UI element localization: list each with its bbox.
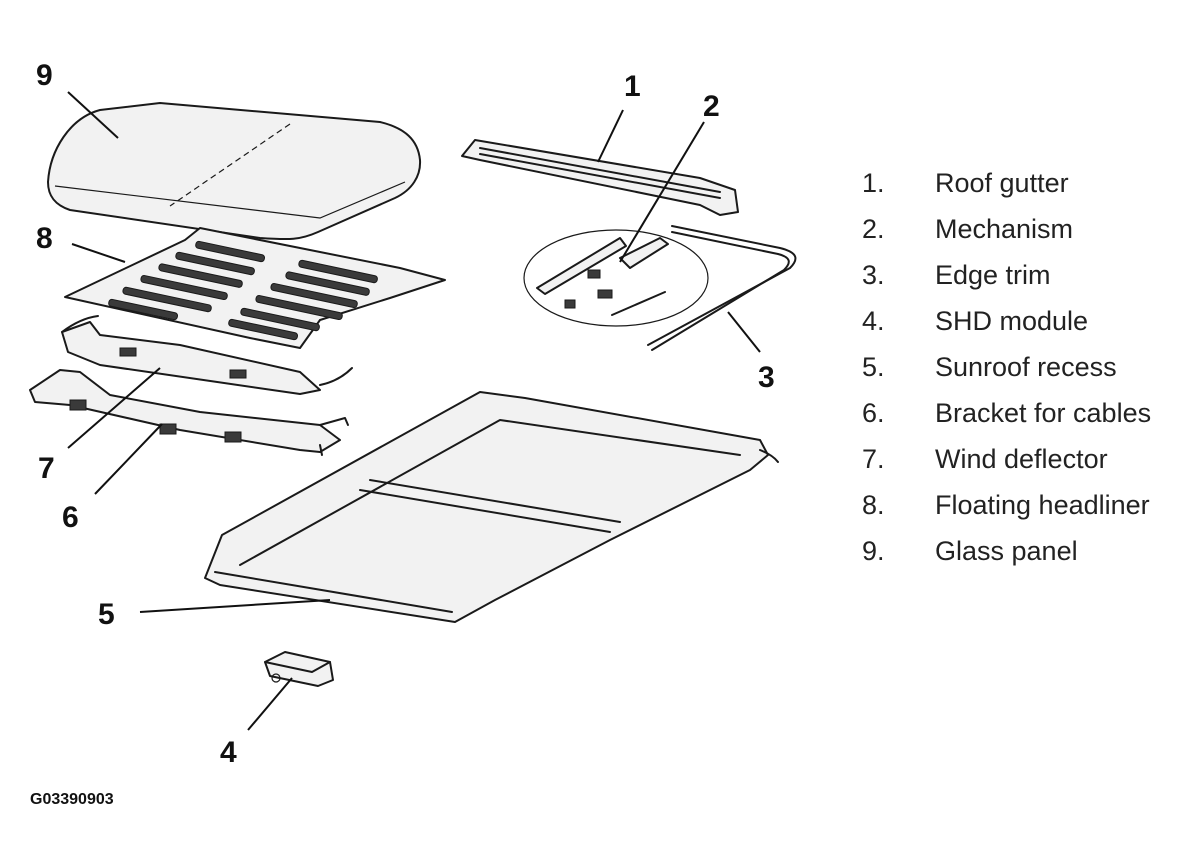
legend-number: 8.	[862, 490, 885, 520]
legend-item: 4. SHD module	[862, 306, 1192, 352]
legend-label: Floating headliner	[935, 490, 1150, 520]
legend-label: Mechanism	[935, 214, 1074, 244]
legend-number: 5.	[862, 352, 885, 382]
glass-panel-part	[47, 102, 422, 241]
leader-3	[727, 311, 761, 353]
legend-number: 1.	[862, 168, 885, 198]
callout-7: 7	[38, 452, 55, 485]
legend-item: 1. Roof gutter	[862, 168, 1192, 214]
legend-label: Edge trim	[935, 260, 1051, 290]
roof-gutter-part	[461, 139, 739, 216]
floating-headliner-part	[64, 227, 446, 349]
callout-3: 3	[758, 361, 775, 394]
legend-label: Roof gutter	[935, 168, 1069, 198]
legend-number: 3.	[862, 260, 885, 290]
legend-item: 3. Edge trim	[862, 260, 1192, 306]
legend-item: 7. Wind deflector	[862, 444, 1192, 490]
shd-module-part	[264, 651, 334, 687]
sunroof-recess-part	[204, 391, 779, 623]
leader-9	[67, 91, 119, 139]
callout-5: 5	[98, 598, 115, 631]
leader-5	[139, 599, 331, 613]
figure-id: G03390903	[30, 791, 114, 808]
leader-1	[597, 109, 624, 163]
legend-number: 9.	[862, 536, 885, 566]
legend-label: Glass panel	[935, 536, 1078, 566]
legend-number: 6.	[862, 398, 885, 428]
callout-2: 2	[703, 90, 720, 123]
callout-6: 6	[62, 501, 79, 534]
leader-7	[67, 367, 161, 449]
cable-bracket-part	[29, 369, 349, 456]
legend-number: 2.	[862, 214, 885, 244]
legend-list: 1. Roof gutter 2. Mechanism 3. Edge trim…	[862, 168, 1192, 582]
leader-6	[94, 423, 163, 495]
legend-item: 6. Bracket for cables	[862, 398, 1192, 444]
legend-label: SHD module	[935, 306, 1089, 336]
legend-number: 7.	[862, 444, 885, 474]
leader-2	[619, 121, 705, 263]
edge-trim-part	[647, 225, 797, 351]
legend-item: 9. Glass panel	[862, 536, 1192, 582]
legend-item: 5. Sunroof recess	[862, 352, 1192, 398]
legend-item: 2. Mechanism	[862, 214, 1192, 260]
legend-number: 4.	[862, 306, 885, 336]
callout-8: 8	[36, 222, 53, 255]
leader-4	[247, 677, 293, 731]
legend-label: Wind deflector	[935, 444, 1108, 474]
mechanism-part	[523, 229, 709, 327]
wind-deflector-part	[61, 315, 353, 395]
headliner-slots-left	[108, 240, 266, 321]
headliner-slots-right	[228, 259, 378, 341]
leader-8	[71, 243, 126, 263]
callout-4: 4	[220, 736, 237, 769]
callout-9: 9	[36, 59, 53, 92]
legend-label: Sunroof recess	[935, 352, 1117, 382]
callout-1: 1	[624, 70, 641, 103]
legend-item: 8. Floating headliner	[862, 490, 1192, 536]
legend-label: Bracket for cables	[935, 398, 1152, 428]
leader-lines	[67, 91, 761, 731]
